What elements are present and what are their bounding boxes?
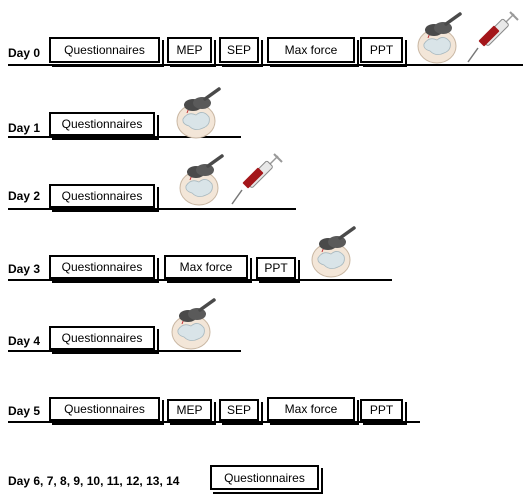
procedure-box: SEP	[219, 399, 259, 421]
procedure-box: Questionnaires	[210, 465, 319, 490]
procedure-box: PPT	[360, 37, 403, 63]
procedure-box: Questionnaires	[49, 37, 160, 63]
timeline-line	[8, 64, 523, 66]
day-label: Day 3	[8, 262, 41, 276]
syringe-icon	[467, 11, 519, 63]
timeline-line	[8, 279, 392, 281]
timeline-line	[8, 136, 241, 138]
day-label: Day 6, 7, 8, 9, 10, 11, 12, 13, 14	[8, 474, 180, 488]
procedure-box: MEP	[167, 37, 212, 63]
timeline-row-day-0: Day 0 Questionnaires MEP SEP Max force P…	[0, 0, 524, 67]
day-label: Day 2	[8, 189, 41, 203]
timeline-line	[8, 208, 296, 210]
procedure-box: SEP	[219, 37, 259, 63]
procedure-box: Max force	[267, 397, 355, 421]
timeline-line	[8, 350, 241, 352]
procedure-box: PPT	[256, 257, 296, 279]
procedure-box: PPT	[360, 399, 403, 421]
timeline-row-day-3: Day 3 Questionnaires Max force PPT	[0, 0, 524, 283]
tms-coil-head-icon	[417, 12, 462, 64]
procedure-box: Max force	[267, 37, 355, 63]
timeline-row-day-2: Day 2 Questionnaires	[0, 0, 524, 212]
tms-coil-head-icon	[179, 154, 224, 206]
timeline-row-day-5: Day 5 Questionnaires MEP SEP Max force P…	[0, 0, 524, 425]
timeline-row-day-1: Day 1 Questionnaires	[0, 0, 524, 140]
procedure-box: Questionnaires	[49, 255, 155, 279]
day-label: Day 1	[8, 121, 41, 135]
day-label: Day 4	[8, 334, 41, 348]
syringe-icon	[231, 153, 283, 205]
tms-coil-head-icon	[176, 87, 221, 139]
procedure-box: Questionnaires	[49, 397, 160, 421]
procedure-box: Questionnaires	[49, 184, 155, 208]
procedure-box: Questionnaires	[49, 326, 155, 350]
tms-coil-head-icon	[311, 226, 356, 278]
timeline-row-day-4: Day 4 Questionnaires	[0, 0, 524, 354]
procedure-box: Questionnaires	[49, 112, 155, 136]
procedure-box: Max force	[164, 255, 248, 279]
day-label: Day 5	[8, 404, 41, 418]
procedure-box: MEP	[167, 399, 212, 421]
day-label: Day 0	[8, 46, 41, 60]
tms-coil-head-icon	[171, 298, 216, 350]
